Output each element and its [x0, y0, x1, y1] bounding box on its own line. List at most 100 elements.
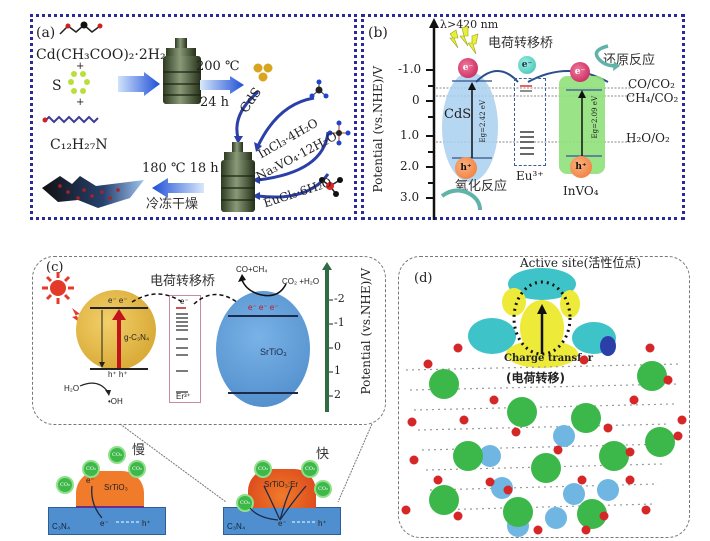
lattice-bond [413, 403, 675, 411]
lattice-atom-red [407, 417, 417, 427]
y-tick-label: 0 [334, 340, 341, 353]
lattice-atom-blue [597, 479, 619, 501]
process-arrow-icon [200, 76, 244, 94]
reagent-cadmium-acetate: Cd(CH₃COO)₂·2H₂O [36, 47, 178, 63]
panel-d-label: (d) [414, 271, 433, 286]
electron-label: e⁻ [100, 519, 109, 528]
holes-label: h⁺ h⁺ [108, 370, 128, 379]
oxidation-arrow-icon [79, 382, 111, 396]
sulfur-ring-icon [68, 71, 90, 94]
process-arrow-icon [152, 178, 204, 198]
lattice-atom-green [531, 453, 561, 483]
charge-density-isosurface [468, 268, 616, 368]
electron-label: e⁻ [86, 476, 95, 485]
redox-h2o-o2: H₂O/O₂ [626, 131, 670, 145]
panel-c-frame [32, 256, 386, 425]
y-tick-label: 1 [334, 364, 341, 377]
semiconductor-invo4: InVO₄ [563, 184, 599, 198]
reactants-label: CO₂ +H₂O [282, 277, 320, 286]
active-site-label: Active site(活性位点) [520, 256, 642, 270]
electrons-label: e⁻ e⁻ e⁻ [248, 303, 279, 312]
panel-c-label: (c) [46, 260, 64, 275]
potential-axis [426, 18, 439, 220]
lattice-atom-green [571, 403, 601, 433]
lattice-atom-blue [553, 425, 575, 447]
lattice-atom-red [433, 475, 443, 485]
g-c3n4-band-diagram [90, 307, 148, 370]
invo4-bandgap: Eg=2.09 eV [591, 96, 599, 139]
semiconductor-cds: CdS [444, 107, 472, 122]
panel-a-label: (a) [36, 25, 56, 41]
lightning-icon [449, 25, 479, 55]
lattice-atom-green [599, 441, 629, 471]
lattice-bond [433, 503, 655, 511]
reduction-arrow-icon [594, 44, 620, 71]
y-axis-label: Potential (vs.NHE)/V [359, 268, 373, 395]
step2-condition: 180 ℃ 18 h [142, 161, 219, 176]
lattice-atom-red [599, 511, 609, 521]
co2-bubble: CO₂ [110, 448, 124, 462]
plus-sign: + [76, 61, 85, 72]
lattice-atom-green [645, 427, 675, 457]
charge-transfer-bridge-label: 电荷转移桥 [150, 274, 216, 289]
lattice-atom-blue [545, 507, 567, 529]
lattice-atom-red [485, 477, 495, 487]
y-axis-label: Potential (vs.NHE)/V [371, 66, 385, 193]
process-arrow-icon [118, 72, 160, 96]
eu-energy-levels [520, 85, 534, 155]
dopant-europium: Eu³⁺ [516, 169, 544, 183]
reduction-arrow-icon [238, 274, 287, 297]
slow-label: 慢 [132, 443, 146, 458]
g-c3n4-label: g-C₃N₄ [124, 333, 150, 342]
lattice-atom-green [429, 369, 459, 399]
y-tick-label: 0 [412, 93, 420, 107]
lattice-bond [409, 383, 679, 391]
lattice-atom-blue [479, 445, 501, 467]
cluster-doped-label: SrTiO₃:Er [264, 480, 299, 489]
srtio3-band-diagram [228, 315, 298, 394]
fast-label: 快 [316, 447, 330, 462]
step1-time: 24 h [200, 95, 230, 110]
y-tick-label: 2.0 [400, 159, 420, 173]
acetate-molecule-icon [59, 21, 103, 35]
lattice-atom-red [553, 445, 563, 455]
oxidation-reaction-label: 氧化反应 [455, 179, 508, 194]
redox-co-co2: CO/CO₂ [628, 77, 675, 91]
co2-bubble: CO₂ [84, 462, 98, 476]
bridge-electron-label: e⁻ [180, 297, 189, 306]
electron-particle: e⁻ [458, 58, 478, 78]
cds-nanoparticles-icon [253, 63, 273, 82]
cds-bandgap: Eg=2.42 eV [479, 100, 487, 143]
hole-particle: h⁺ [570, 156, 592, 178]
lattice-atom-red [677, 415, 687, 425]
co2-bubble: CO₂ [238, 496, 252, 510]
lattice-atom-red [629, 395, 639, 405]
electron-particle: e⁻ [518, 56, 536, 74]
ammonium-molecule-icon [309, 79, 329, 99]
products-label: CO+CH₄ [236, 265, 268, 274]
lattice-atom-red [673, 431, 683, 441]
electron-paths [91, 485, 316, 523]
y-tick-label: -2 [334, 292, 345, 305]
co2-bubble: CO₂ [130, 462, 144, 476]
substrate-label: C₃N₄ [52, 522, 71, 531]
eu-energy-levels-box [514, 78, 546, 166]
reagent-dodecylamine: C₁₂H₂₇N [50, 137, 108, 153]
co2-bubble: CO₂ [58, 478, 72, 492]
water-label: H₂O [64, 384, 80, 393]
autoclave-icon [221, 142, 255, 212]
c3n4-substrate [48, 507, 166, 535]
lattice-atom-red [423, 359, 433, 369]
panel-a-frame [30, 14, 357, 220]
co2-bubble: CO₂ [303, 462, 317, 476]
panel-d-frame [398, 256, 690, 538]
charge-transfer-bridge-label: 电荷转移桥 [488, 36, 554, 51]
zoom-guide-lines [119, 423, 373, 503]
lattice-atom-red [603, 423, 613, 433]
invo4-band-diagram [566, 89, 602, 157]
y-tick-label: 1.0 [400, 128, 420, 142]
er-energy-levels-box [169, 295, 201, 403]
y-tick-label: 3.0 [400, 190, 420, 204]
lattice-atom-red [581, 525, 591, 535]
lattice-atom-red [511, 427, 521, 437]
